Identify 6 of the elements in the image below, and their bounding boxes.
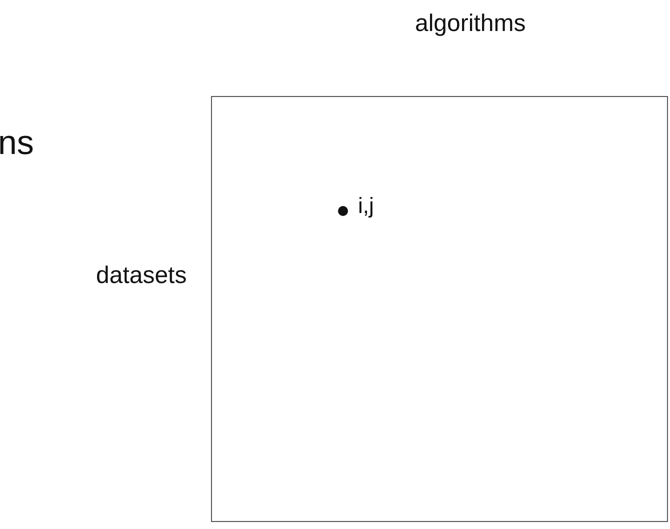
axis-label: algorithms	[415, 10, 526, 38]
axis-label: datasets	[96, 262, 187, 290]
data-point	[338, 206, 348, 216]
plot-frame	[211, 96, 668, 522]
axis-label: ns	[0, 124, 34, 163]
point-label: i,j	[358, 193, 374, 219]
